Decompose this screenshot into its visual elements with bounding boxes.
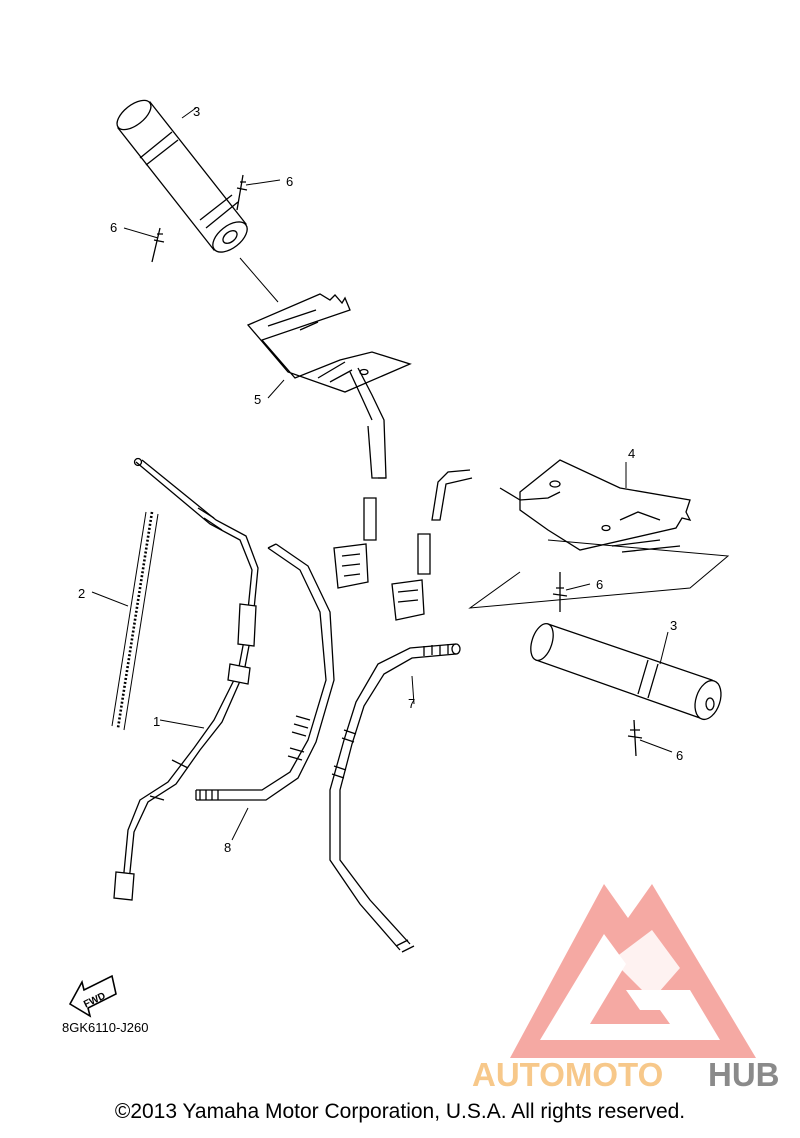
hose-right[interactable] (329, 643, 461, 953)
callout-spring: 2 (78, 586, 85, 601)
callout-rivet-right-a: 6 (596, 577, 603, 592)
callout-cable: 1 (153, 714, 160, 729)
diagram-code: 8GK6110-J260 (62, 1020, 149, 1035)
callout-rivet-right-b: 6 (676, 748, 683, 763)
grip-right[interactable] (527, 621, 726, 723)
callout-grip-top: 3 (193, 104, 200, 119)
callout-grip-right: 3 (670, 618, 677, 633)
grip-top[interactable] (112, 95, 252, 258)
cable[interactable] (113, 457, 259, 901)
callout-hose-right: 7 (408, 696, 415, 711)
watermark-text-primary: AUTOMOTO (472, 1056, 663, 1093)
leader-grip-top (181, 107, 197, 119)
spring[interactable] (111, 511, 159, 731)
callout-rivet-top-b: 6 (110, 220, 117, 235)
callout-hose-left: 8 (224, 840, 231, 855)
automotohub-logo (510, 884, 756, 1058)
rivet-top-a[interactable] (236, 174, 281, 211)
rivet-right-b[interactable] (627, 719, 673, 757)
rivet-top-b[interactable] (123, 227, 165, 263)
hose-left[interactable] (195, 543, 335, 801)
callout-heater-right: 4 (628, 446, 635, 461)
rivet-right-a[interactable] (552, 572, 591, 612)
callout-heater-left: 5 (254, 392, 261, 407)
copyright-notice: ©2013 Yamaha Motor Corporation, U.S.A. A… (114, 1100, 686, 1123)
heater-left[interactable] (246, 293, 412, 589)
callout-rivet-top-a: 6 (286, 174, 293, 189)
watermark-text-secondary: HUB (708, 1056, 780, 1093)
fwd-arrow-icon (68, 974, 117, 1018)
heater-right[interactable] (391, 459, 692, 621)
